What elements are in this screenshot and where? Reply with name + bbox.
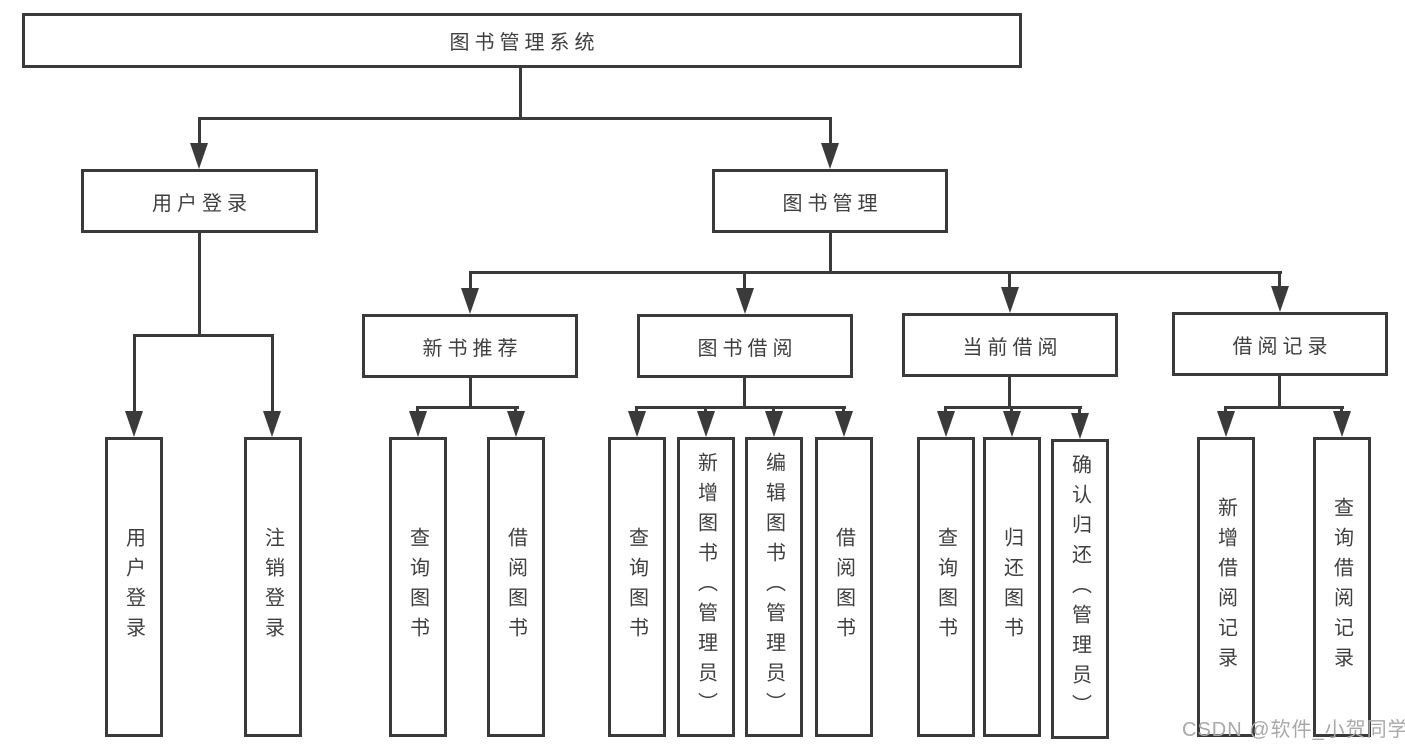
node-book-borrow: 图书借阅 [637,314,853,378]
arrowhead-down-icon [628,411,646,437]
connector-line [198,117,201,147]
leaf-add-borrow-record: 新增借阅记录 [1197,437,1255,737]
node-book-borrow-label: 图书借阅 [697,337,798,360]
leaf-logout-label: 注销登录 [261,527,284,647]
leaf-query-books-recommend: 查询图书 [389,437,447,737]
arrowhead-down-icon [190,143,208,169]
connector-line [514,406,517,414]
leaf-logout: 注销登录 [244,437,302,737]
leaf-query-books-borrow-label: 查询图书 [625,527,648,647]
arrowhead-down-icon [507,411,525,437]
arrowhead-down-icon [125,411,143,437]
connector-line [704,406,707,414]
leaf-confirm-return-admin: 确认归还（管理员） [1051,439,1109,739]
connector-line [743,271,746,291]
arrowhead-down-icon [1001,287,1019,313]
leaf-query-borrow-record: 查询借阅记录 [1313,437,1371,737]
node-new-book-recommend-label: 新书推荐 [422,337,523,360]
leaf-confirm-return-admin-label: 确认归还（管理员） [1068,454,1091,724]
node-new-book-recommend: 新书推荐 [362,314,578,378]
arrowhead-down-icon [1271,286,1289,312]
connector-line [829,117,832,147]
leaf-query-borrow-record-label: 查询借阅记录 [1330,497,1353,677]
leaf-query-books-borrow: 查询图书 [608,437,666,737]
arrowhead-down-icon [765,411,783,437]
arrowhead-down-icon [835,411,853,437]
leaf-borrow-books-recommend-label: 借阅图书 [504,527,527,647]
node-root: 图书管理系统 [22,13,1022,68]
leaf-borrow-books-recommend: 借阅图书 [487,437,545,737]
connector-line [1008,271,1011,291]
leaf-borrow-books: 借阅图书 [815,437,873,737]
node-user-login-label: 用户登录 [152,192,252,215]
connector-line [635,406,638,414]
connector-line [944,406,947,414]
arrowhead-down-icon [736,288,754,314]
arrowhead-down-icon [461,288,479,314]
leaf-add-borrow-record-label: 新增借阅记录 [1214,497,1237,677]
leaf-add-books-admin-label: 新增图书（管理员） [694,452,717,722]
arrowhead-down-icon [1071,413,1089,439]
leaf-user-login: 用户登录 [105,437,163,737]
leaf-return-books-label: 归还图书 [1000,527,1023,647]
connector-line [944,406,1082,409]
arrowhead-down-icon [1333,411,1351,437]
connector-line [1278,271,1281,289]
connector-line [1340,406,1343,414]
connector-line [1008,377,1011,409]
leaf-edit-books-admin-label: 编辑图书（管理员） [762,452,785,722]
leaf-query-books-current: 查询图书 [917,437,975,737]
connector-line [198,117,832,120]
arrowhead-down-icon [263,411,281,437]
arrowhead-down-icon [1217,411,1235,437]
connector-line [772,406,775,414]
arrowhead-down-icon [1003,411,1021,437]
connector-line [133,334,136,414]
leaf-user-login-label: 用户登录 [122,527,145,647]
connector-line [469,271,472,291]
connector-line [842,406,845,414]
leaf-query-books-recommend-label: 查询图书 [406,527,429,647]
connector-line [635,406,846,409]
arrowhead-down-icon [697,411,715,437]
connector-line [1010,406,1013,414]
node-root-label: 图书管理系统 [449,32,600,54]
connector-line [271,334,274,414]
leaf-query-books-current-label: 查询图书 [934,527,957,647]
node-borrow-records: 借阅记录 [1172,312,1388,376]
connector-line [198,233,201,337]
connector-line [743,378,746,409]
connector-line [416,406,419,414]
connector-line [519,68,522,119]
arrowhead-down-icon [937,411,955,437]
connector-line [829,233,832,274]
node-current-borrow-label: 当前借阅 [962,336,1063,359]
connector-line [469,271,1282,274]
connector-line [469,378,472,409]
node-borrow-records-label: 借阅记录 [1232,335,1333,358]
node-user-login: 用户登录 [81,169,318,233]
node-current-borrow: 当前借阅 [902,313,1118,377]
leaf-add-books-admin: 新增图书（管理员） [677,437,735,737]
arrowhead-down-icon [821,143,839,169]
connector-line [1078,406,1081,414]
arrowhead-down-icon [409,411,427,437]
leaf-return-books: 归还图书 [983,437,1041,737]
connector-line [1224,406,1227,414]
connector-line [1224,406,1344,409]
leaf-edit-books-admin: 编辑图书（管理员） [745,437,803,737]
connector-line [416,406,519,409]
connector-line [1278,376,1281,409]
leaf-borrow-books-label: 借阅图书 [832,527,855,647]
node-book-management: 图书管理 [712,169,948,233]
connector-line [133,334,274,337]
node-book-management-label: 图书管理 [782,192,883,215]
